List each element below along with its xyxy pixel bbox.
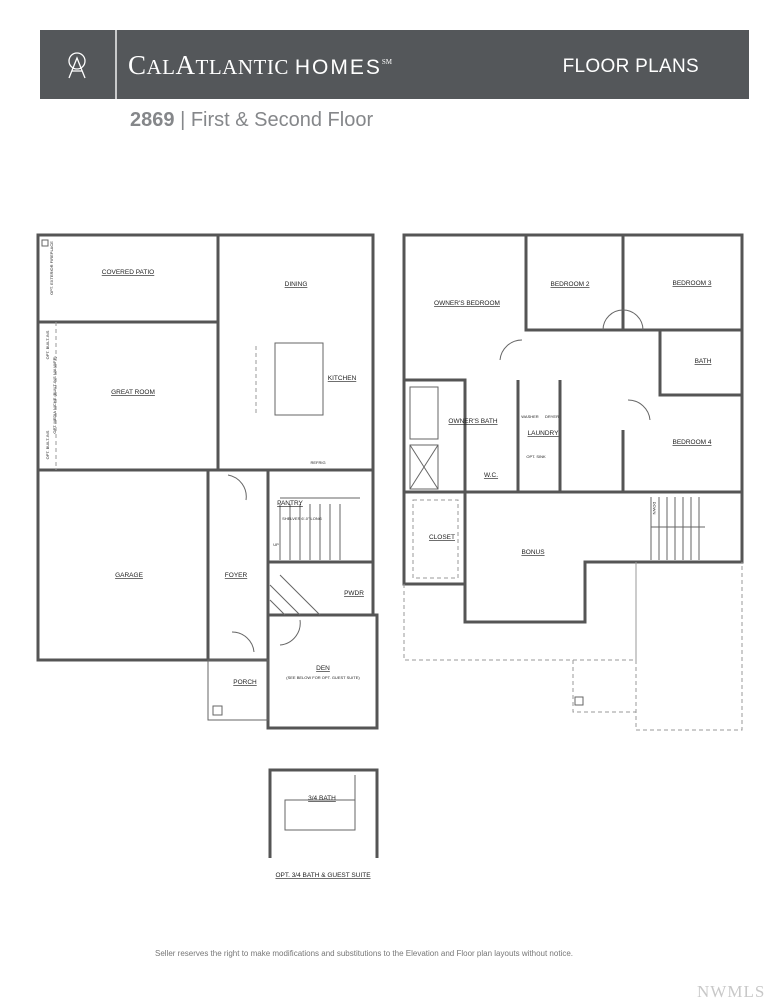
disclaimer-text: Seller reserves the right to make modifi… <box>154 949 573 958</box>
section-title: FLOOR PLANS <box>562 56 699 77</box>
room-label-great-room: GREAT ROOM <box>111 389 155 396</box>
room-label-den: DEN <box>316 665 330 672</box>
room-label-3-4-bath: 3/4 BATH <box>308 795 336 802</box>
guest-suite-title: OPT. 3/4 BATH & GUEST SUITE <box>275 872 371 879</box>
label-den-note: (SEE BELOW FOR OPT. GUEST SUITE) <box>286 675 360 680</box>
label-down: DOWN <box>652 502 657 515</box>
header-divider <box>115 30 117 99</box>
room-label-porch: PORCH <box>233 679 257 686</box>
room-label-pantry: PANTRY <box>277 500 303 507</box>
room-label-kitchen: KITCHEN <box>328 375 357 382</box>
room-label-pwdr: PWDR <box>344 590 364 597</box>
room-label-owners-bath: OWNER'S BATH <box>448 418 497 425</box>
room-label-foyer: FOYER <box>225 572 248 579</box>
note-built-ins-bottom: OPT. BUILT-INS <box>45 430 50 459</box>
label-dryer: DRYER <box>545 414 559 419</box>
guest-suite-plan <box>268 768 379 858</box>
label-shelves: SHELVES 6'-0" LONG <box>282 516 322 521</box>
room-label-wc: W.C. <box>484 472 498 479</box>
label-washer: WASHER <box>521 414 539 419</box>
calatlantic-logo-icon <box>68 52 86 79</box>
label-opt-sink: OPT. SINK <box>526 454 546 459</box>
room-label-owners-bedroom: OWNER'S BEDROOM <box>434 300 500 307</box>
room-label-bath: BATH <box>695 358 712 365</box>
note-built-ins-top: OPT. BUILT-INS <box>45 330 50 359</box>
room-label-bedroom-2: BEDROOM 2 <box>550 281 589 288</box>
room-label-bonus: BONUS <box>521 549 545 556</box>
room-label-closet: CLOSET <box>429 534 455 541</box>
label-refrig: REFRIG <box>310 460 325 465</box>
room-label-laundry: LAUNDRY <box>528 430 560 437</box>
room-label-garage: GARAGE <box>115 572 143 579</box>
room-label-bedroom-4: BEDROOM 4 <box>672 439 711 446</box>
nwmls-watermark: NWMLS <box>697 982 766 1001</box>
note-fireplace: OPT. EXTERIOR FIREPLACE <box>49 241 54 295</box>
room-label-bedroom-3: BEDROOM 3 <box>672 280 711 287</box>
second-floor-plan <box>402 233 744 731</box>
room-label-covered-patio: COVERED PATIO <box>102 269 155 276</box>
room-label-dining: DINING <box>285 281 308 288</box>
plan-subtitle: 2869 | First & Second Floor <box>130 109 374 131</box>
note-media-niche: OPT. MEDIA NICHE (BUILT-INS N/A W/FP) <box>52 356 57 434</box>
first-floor-plan <box>36 233 379 730</box>
label-up: UP <box>273 542 279 547</box>
